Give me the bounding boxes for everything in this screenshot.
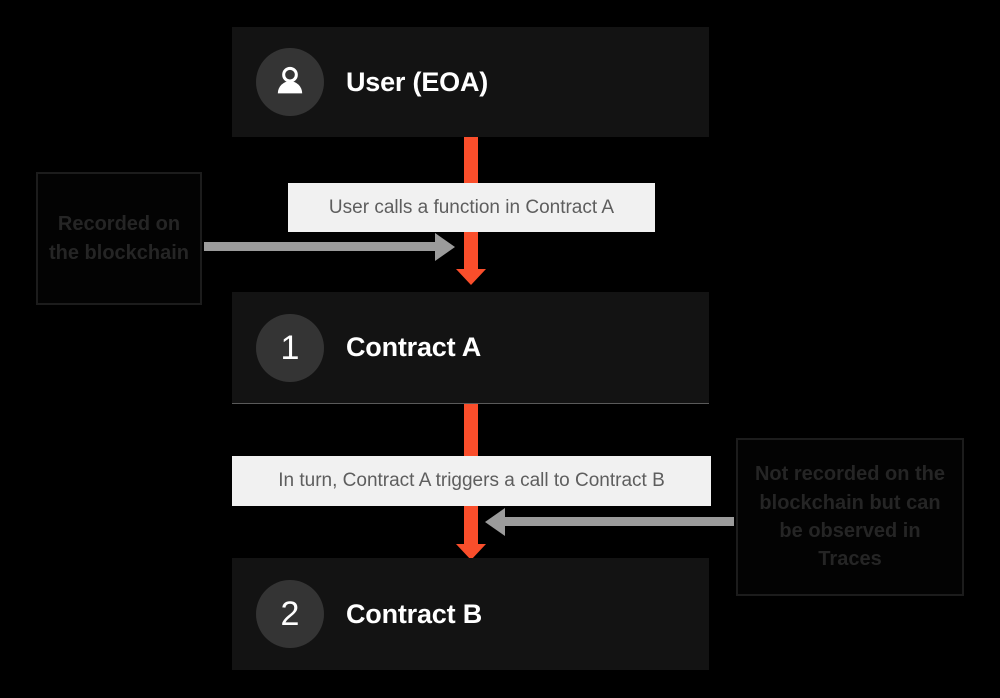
arrow-down-icon — [456, 544, 486, 560]
node-contract-b-title: Contract B — [346, 598, 483, 629]
arrow-left-icon — [485, 508, 505, 536]
annotation-arrow-right-shaft — [500, 517, 734, 526]
annotation-note-recorded-on-blockchain: Recorded on the blockchain — [36, 172, 202, 305]
node-contract-a[interactable]: 1 Contract A — [232, 292, 709, 404]
arrow-down-icon — [456, 269, 486, 285]
node-user[interactable]: User (EOA) — [232, 27, 709, 137]
step-number-badge-1: 1 — [256, 313, 324, 382]
node-user-title: User (EOA) — [346, 66, 489, 97]
arrow-right-icon — [435, 233, 455, 261]
user-avatar — [256, 48, 324, 116]
node-contract-b[interactable]: 2 Contract B — [232, 558, 709, 670]
flow-arrow-a-to-b-lower — [464, 505, 478, 545]
edge-label-user-to-contract-a: User calls a function in Contract A — [288, 183, 655, 232]
annotation-note-not-recorded-on-blockchain: Not recorded on the blockchain but can b… — [736, 438, 964, 596]
flow-arrow-user-to-a-lower — [464, 231, 478, 270]
edge-label-contract-a-to-contract-b: In turn, Contract A triggers a call to C… — [232, 456, 711, 506]
annotation-arrow-left-shaft — [204, 242, 438, 251]
node-contract-a-title: Contract A — [346, 332, 482, 362]
flow-arrow-a-to-b-upper — [464, 404, 478, 457]
flow-arrow-user-to-a-upper — [464, 137, 478, 185]
step-number-badge-2: 2 — [256, 580, 324, 648]
user-icon — [277, 66, 303, 94]
